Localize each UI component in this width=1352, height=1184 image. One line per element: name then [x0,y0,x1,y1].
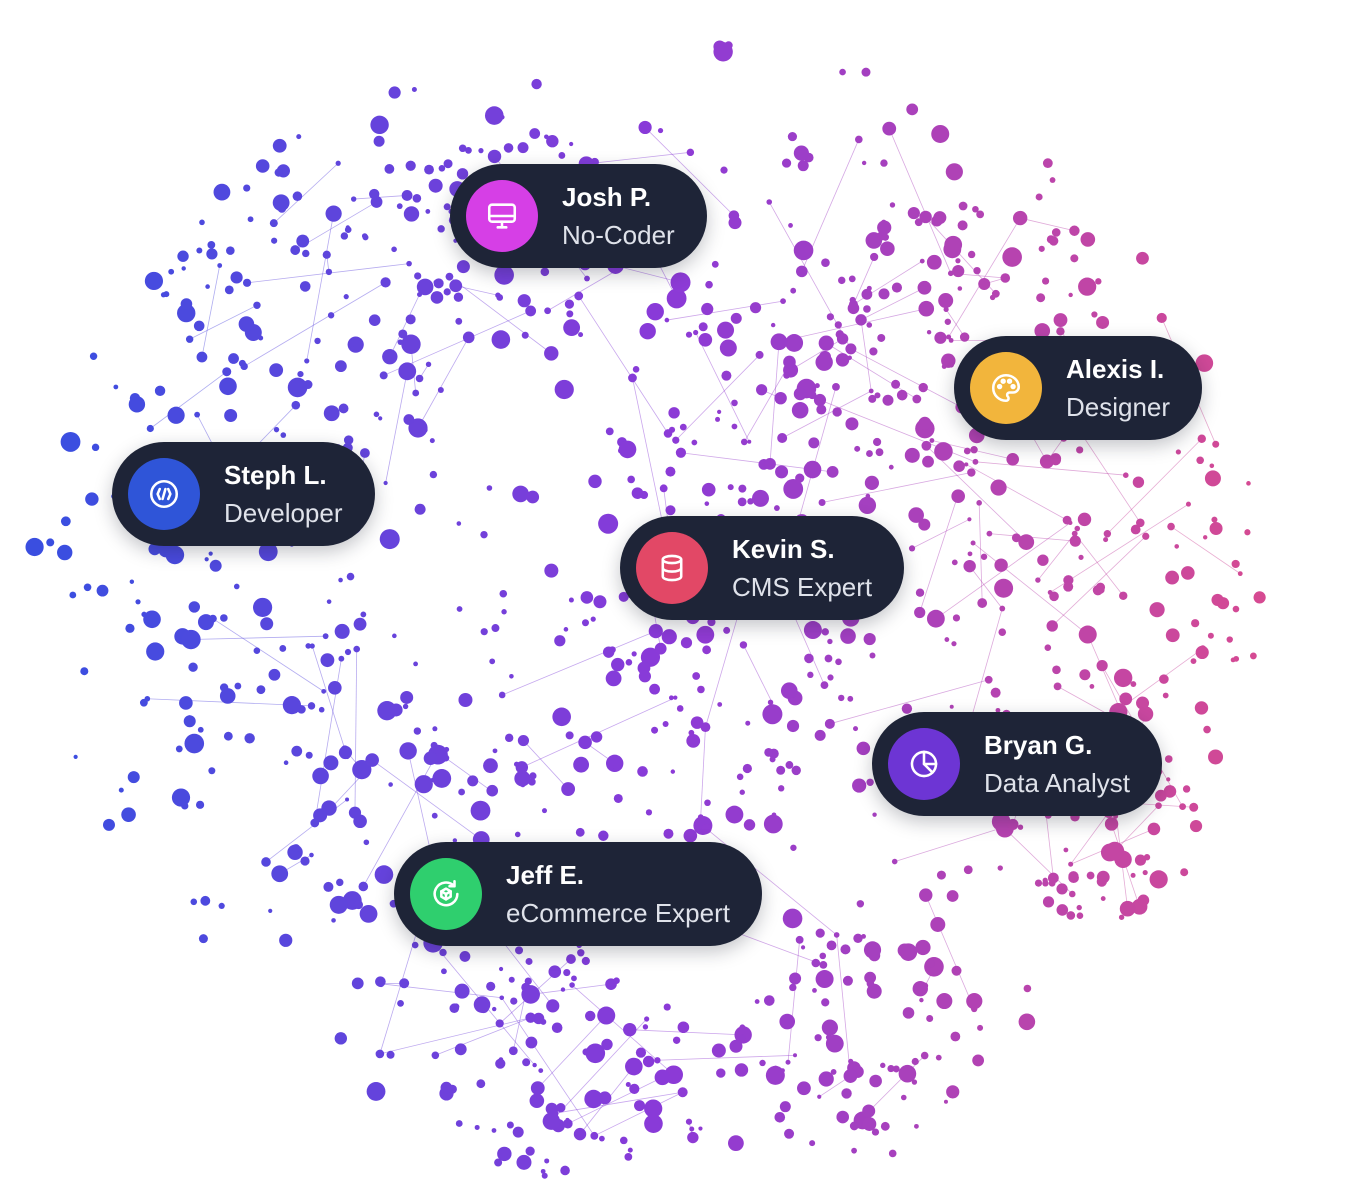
monitor-icon [466,180,538,252]
profile-name: Jeff E. [506,860,585,890]
profile-card-kevin[interactable]: Kevin S. CMS Expert [620,516,905,620]
cube-cycle-icon [410,858,482,930]
profile-role: Designer [1066,392,1171,422]
profile-card-steph[interactable]: Steph L. Developer [112,442,375,546]
profile-name: Josh P. [562,182,652,212]
profile-role: CMS Expert [732,572,873,602]
profile-role: eCommerce Expert [506,898,730,928]
profile-name: Alexis I. [1066,354,1165,384]
profile-role: No-Coder [562,220,675,250]
profile-role: Data Analyst [984,768,1130,798]
profile-card-alexis[interactable]: Alexis I. Designer [954,336,1203,440]
profile-card-bryan[interactable]: Bryan G. Data Analyst [872,712,1162,816]
code-icon [128,458,200,530]
profile-role: Developer [224,498,343,528]
profile-card-josh[interactable]: Josh P. No-Coder [450,164,707,268]
profile-card-jeff[interactable]: Jeff E. eCommerce Expert [394,842,762,946]
profile-name: Steph L. [224,460,327,490]
database-icon [636,532,708,604]
palette-icon [970,352,1042,424]
profile-name: Bryan G. [984,730,1093,760]
pie-chart-icon [888,728,960,800]
profile-name: Kevin S. [732,534,835,564]
